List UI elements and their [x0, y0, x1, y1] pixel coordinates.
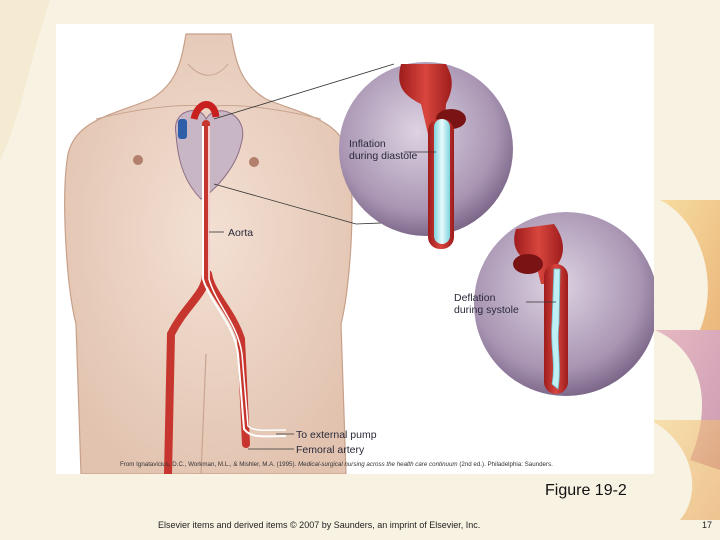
copyright-footer: Elsevier items and derived items © 2007 … — [158, 520, 480, 530]
inflated-balloon — [434, 119, 450, 244]
figure-caption: Figure 19-2 — [545, 482, 627, 500]
figure-credit: From Ignatavicius, D.C., Workman, M.L., … — [120, 461, 650, 468]
figure-illustration: Inflation during diastole Aorta Deflatio… — [56, 24, 654, 474]
left-nipple — [133, 155, 143, 165]
external-pump-label: To external pump — [296, 429, 377, 441]
deflation-label: Deflation during systole — [454, 292, 519, 316]
iabp-anatomy-illustration — [56, 24, 654, 474]
right-nipple — [249, 157, 259, 167]
femoral-artery-label: Femoral artery — [296, 444, 364, 456]
aorta-label: Aorta — [228, 227, 253, 239]
inflation-label: Inflation during diastole — [349, 138, 417, 162]
page-number: 17 — [702, 520, 712, 530]
